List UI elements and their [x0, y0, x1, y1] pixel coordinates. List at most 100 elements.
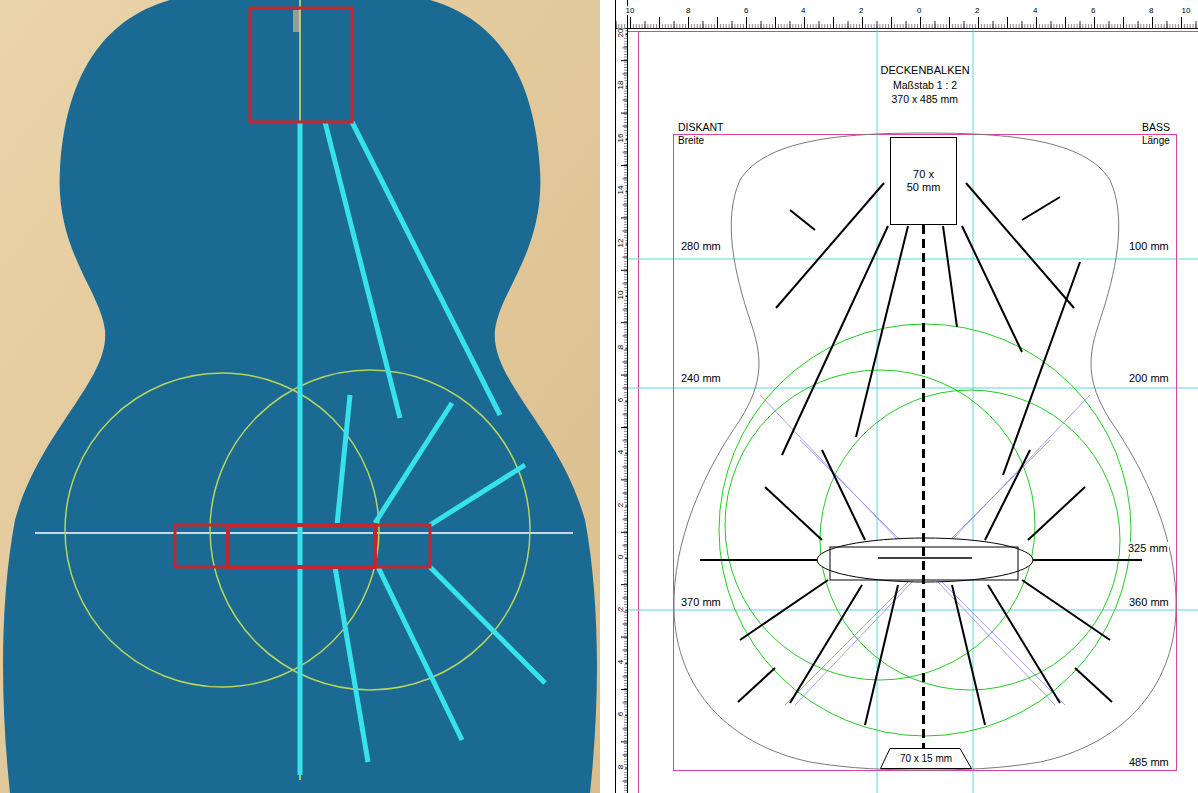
- dimension-label: 325 mm: [1127, 542, 1169, 555]
- format-frame: [674, 135, 1177, 771]
- balance-circle: [719, 324, 1131, 736]
- ruler: [615, 0, 1198, 28]
- guitar-top: [3, 0, 597, 793]
- guide-line: [628, 610, 1198, 611]
- dimension-label: 360 mm: [1128, 596, 1170, 609]
- block-outline: [175, 525, 430, 567]
- dimension-label: 485 mm: [1128, 756, 1170, 769]
- ruler-number: 8: [617, 345, 625, 349]
- ruler-number: 14: [617, 186, 625, 195]
- page-border: [638, 31, 639, 793]
- side-label: Länge: [1141, 135, 1171, 147]
- balance-circle: [210, 370, 530, 690]
- brace-strip: [335, 567, 368, 762]
- ruler-number: 8: [617, 764, 625, 768]
- ruler: [615, 28, 627, 793]
- ruler-number: 0: [916, 6, 922, 15]
- brace-line: [700, 559, 818, 561]
- brace-line: [700, 183, 1142, 725]
- ruler-number: 6: [617, 398, 625, 402]
- scale-note: Maßstab 1 : 2: [892, 79, 958, 91]
- body-outline: [674, 133, 1176, 770]
- ruler-number: 6: [1090, 6, 1096, 15]
- bridge-plate: [817, 538, 1033, 582]
- ruler: [615, 0, 616, 793]
- bridge-plate: [830, 547, 1018, 580]
- ruler-number: 12: [617, 238, 625, 247]
- brace-line: [740, 580, 828, 640]
- ruler-number: 16: [617, 133, 625, 142]
- brace-line: [790, 585, 862, 703]
- brace-line: [790, 210, 815, 230]
- brace-strip: [378, 567, 462, 740]
- balance-circle: [65, 373, 379, 687]
- ruler-number: 2: [617, 502, 625, 506]
- neck-root: [293, 10, 300, 32]
- overall-dimension: 370 x 485 mm: [891, 93, 960, 105]
- ruler-number: 10: [1181, 6, 1192, 15]
- brace-line: [1028, 487, 1085, 540]
- guide-line: [628, 29, 1198, 793]
- brace-strip: [430, 567, 545, 683]
- centre-seam-line: [922, 225, 925, 748]
- ruler-number: 8: [1148, 6, 1154, 15]
- brace-line: [865, 585, 898, 725]
- brace-line: [1032, 559, 1142, 561]
- diagonal-guide: [760, 395, 1090, 705]
- page-border: [628, 31, 1198, 793]
- brace-line: [738, 668, 775, 702]
- balance-circle: [725, 370, 1035, 680]
- ruler-number: 10: [625, 6, 636, 15]
- dimension-label: 200 mm: [1128, 372, 1170, 385]
- dimension-label: 280 mm: [680, 240, 722, 253]
- bridge-plate: [878, 557, 972, 559]
- brace-line: [962, 226, 1022, 352]
- block-outline: [228, 525, 375, 567]
- bridge-axis: [35, 532, 573, 534]
- balance-circle: [719, 324, 1131, 736]
- bridge-plate: [817, 538, 1033, 582]
- guide-line: [628, 388, 1198, 389]
- photo-background: [0, 0, 600, 793]
- ruler-number: 0: [617, 555, 625, 559]
- side-label: BASS: [1141, 121, 1171, 133]
- ruler-number: 2: [858, 6, 864, 15]
- guide-line: [628, 259, 1198, 260]
- bridge-axis: [35, 532, 573, 534]
- tail-block: 70 x 15 mm: [880, 748, 972, 769]
- ruler-number: 8: [685, 6, 691, 15]
- ruler: [627, 0, 628, 793]
- dimension-label: 370 mm: [680, 596, 722, 609]
- centre-line: [299, 0, 301, 780]
- diagonal-guide: [800, 440, 1065, 705]
- brace-strip: [325, 122, 400, 418]
- ruler: [615, 0, 1198, 793]
- ruler-number: 2: [617, 607, 625, 611]
- guitar-top: [3, 0, 597, 793]
- side-label: DISKANT: [677, 121, 725, 133]
- brace-line: [765, 487, 822, 540]
- brace-strip: [430, 465, 525, 525]
- block-size: 70 x 50 mm: [906, 168, 941, 194]
- diagonal-guide: [785, 440, 1050, 705]
- brace-line: [856, 226, 908, 437]
- brace-line: [782, 226, 888, 455]
- brace-line: [988, 585, 1060, 703]
- body-outline: [674, 133, 1176, 770]
- diagonal-guide: [795, 395, 1090, 705]
- head-block: 70 x 50 mm: [890, 137, 957, 225]
- brace-line: [776, 183, 884, 308]
- centre-line: [299, 0, 301, 780]
- brace-line: [966, 183, 1074, 308]
- paper: [600, 0, 1198, 793]
- ruler-number: 6: [617, 712, 625, 716]
- page-border: [628, 31, 1198, 32]
- ruler-number: 4: [1032, 6, 1038, 15]
- ruler-number: 2: [974, 6, 980, 15]
- brace-line: [985, 450, 1030, 540]
- ruler-number: 4: [617, 450, 625, 454]
- brace-line: [943, 226, 957, 327]
- dimension-label: 240 mm: [680, 372, 722, 385]
